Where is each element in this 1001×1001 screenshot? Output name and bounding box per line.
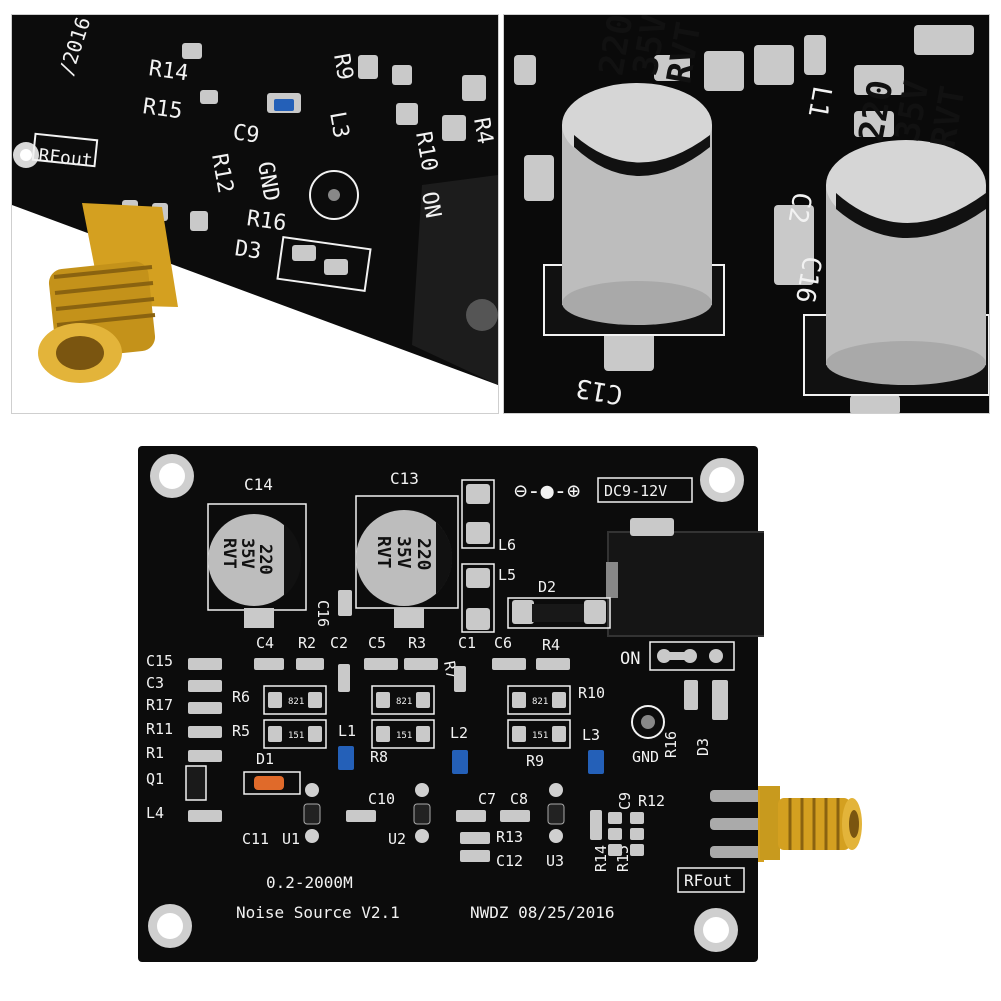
- inductor-l3: [588, 750, 604, 774]
- noise-source-board: DC9-12V ⊖-●-⊕ ON 220 35V RVT C14 220 35V…: [132, 440, 775, 968]
- label-c15: C15: [146, 652, 173, 670]
- label-r16: R16: [245, 206, 288, 236]
- label-d2: D2: [538, 578, 556, 596]
- label-r15: R15: [141, 94, 184, 124]
- label-r13: R13: [496, 828, 523, 846]
- transistor-q1: [185, 765, 207, 801]
- label-c6: C6: [494, 634, 512, 652]
- label-c9: C9: [616, 792, 634, 810]
- amplifiers: [305, 783, 563, 843]
- label-l3: L3: [324, 110, 353, 140]
- label-l5: L5: [498, 566, 516, 584]
- label-r12: R12: [638, 792, 665, 810]
- sma-connector: [38, 203, 178, 383]
- cap-c14: 220 35V RVT C14: [207, 475, 307, 628]
- gnd-testpoint: [631, 705, 665, 739]
- label-c11: C11: [242, 830, 269, 848]
- sma-barrel: [760, 786, 862, 860]
- zoom-panel-left: /2016 R14 R15 C9 R12 L3 R9 R10 R4 GND R1…: [11, 14, 499, 414]
- label-gnd: GND: [632, 748, 659, 766]
- label-c5: C5: [368, 634, 386, 652]
- chip-code-r10: 821: [532, 697, 548, 707]
- power-label: DC9-12V: [604, 482, 667, 500]
- label-l2: L2: [450, 724, 468, 742]
- chip-code-r5: 151: [288, 731, 304, 741]
- label-c16: C16: [314, 600, 332, 627]
- label-c2: C2: [782, 190, 817, 226]
- label-c2: C2: [330, 634, 348, 652]
- label-u1: U1: [282, 830, 300, 848]
- label-r14: R14: [592, 845, 610, 872]
- dc-jack: [606, 518, 775, 637]
- polarity-symbol: ⊖-●-⊕: [514, 479, 580, 504]
- chip-code-r8b: 151: [396, 731, 412, 741]
- zoom-panel-right: 220 35V RVT 220 35V RVT C13 C2 C16 L1: [503, 14, 990, 414]
- label-r11: R11: [146, 720, 173, 738]
- chip-code-r9: 151: [532, 731, 548, 741]
- label-c9: C9: [231, 120, 261, 148]
- label-c14: C14: [244, 475, 273, 494]
- label-r17: R17: [146, 696, 173, 714]
- cap-c13-value: 220: [413, 538, 434, 571]
- label-c7: C7: [478, 790, 496, 808]
- label-c3: C3: [146, 674, 164, 692]
- label-r6: R6: [232, 688, 250, 706]
- chip-code-r8a: 821: [396, 697, 412, 707]
- dc-jack-body: [412, 175, 498, 385]
- cap-c14-voltage: 35V: [237, 538, 257, 569]
- label-r8: R8: [370, 748, 388, 766]
- label-c12: C12: [496, 852, 523, 870]
- label-rfout: RFout: [684, 871, 732, 890]
- label-c1: C1: [458, 634, 476, 652]
- label-on: ON: [416, 190, 445, 220]
- label-c8: C8: [510, 790, 528, 808]
- sma-connector: [710, 786, 768, 862]
- label-c10: C10: [368, 790, 395, 808]
- label-c4: C4: [256, 634, 274, 652]
- label-on: ON: [620, 649, 640, 669]
- mount-holes: [148, 454, 744, 952]
- label-r1: R1: [146, 744, 164, 762]
- label-d3: D3: [694, 738, 712, 756]
- cap-c14-brand: RVT: [219, 538, 239, 569]
- label-l4: L4: [146, 804, 164, 822]
- label-r5: R5: [232, 722, 250, 740]
- label-u2: U2: [388, 830, 406, 848]
- diode-d1: [254, 776, 284, 790]
- label-u3: U3: [546, 852, 564, 870]
- label-r10: R10: [578, 684, 605, 702]
- cap-c14-value: 220: [255, 544, 275, 575]
- cap-c13-voltage: 35V: [393, 536, 414, 569]
- label-l1: L1: [338, 722, 356, 740]
- label-d3: D3: [233, 236, 263, 264]
- cap-c13: 220 35V RVT C13: [355, 469, 459, 628]
- pcb-board: [12, 15, 498, 385]
- chip-code-r6: 821: [288, 697, 304, 707]
- label-r3: R3: [408, 634, 426, 652]
- label-l1: L1: [802, 84, 837, 120]
- freq-range: 0.2-2000M: [266, 873, 353, 892]
- electrolytic-cap-a: 220 35V RVT: [543, 15, 725, 336]
- label-l6: L6: [498, 536, 516, 554]
- inductor-l1: [338, 746, 354, 770]
- cap-c13-brand: RVT: [373, 536, 394, 569]
- label-r14: R14: [147, 56, 190, 86]
- label-r2: R2: [298, 634, 316, 652]
- inductor-l3: [274, 99, 294, 111]
- gnd-testpoint: [309, 170, 359, 220]
- label-r9: R9: [328, 52, 357, 82]
- label-l3: L3: [582, 726, 600, 744]
- electrolytic-cap-b: 220 35V RVT: [803, 77, 989, 396]
- maker-date: NWDZ 08/25/2016: [470, 903, 615, 922]
- label-r16: R16: [662, 731, 680, 758]
- inductor-l2: [452, 750, 468, 774]
- label-q1: Q1: [146, 770, 164, 788]
- label-c13: C13: [390, 469, 419, 488]
- label-r9: R9: [526, 752, 544, 770]
- label-r4: R4: [468, 116, 497, 146]
- label-d1: D1: [256, 750, 274, 768]
- label-r4: R4: [542, 636, 560, 654]
- model-name: Noise Source V2.1: [236, 903, 400, 922]
